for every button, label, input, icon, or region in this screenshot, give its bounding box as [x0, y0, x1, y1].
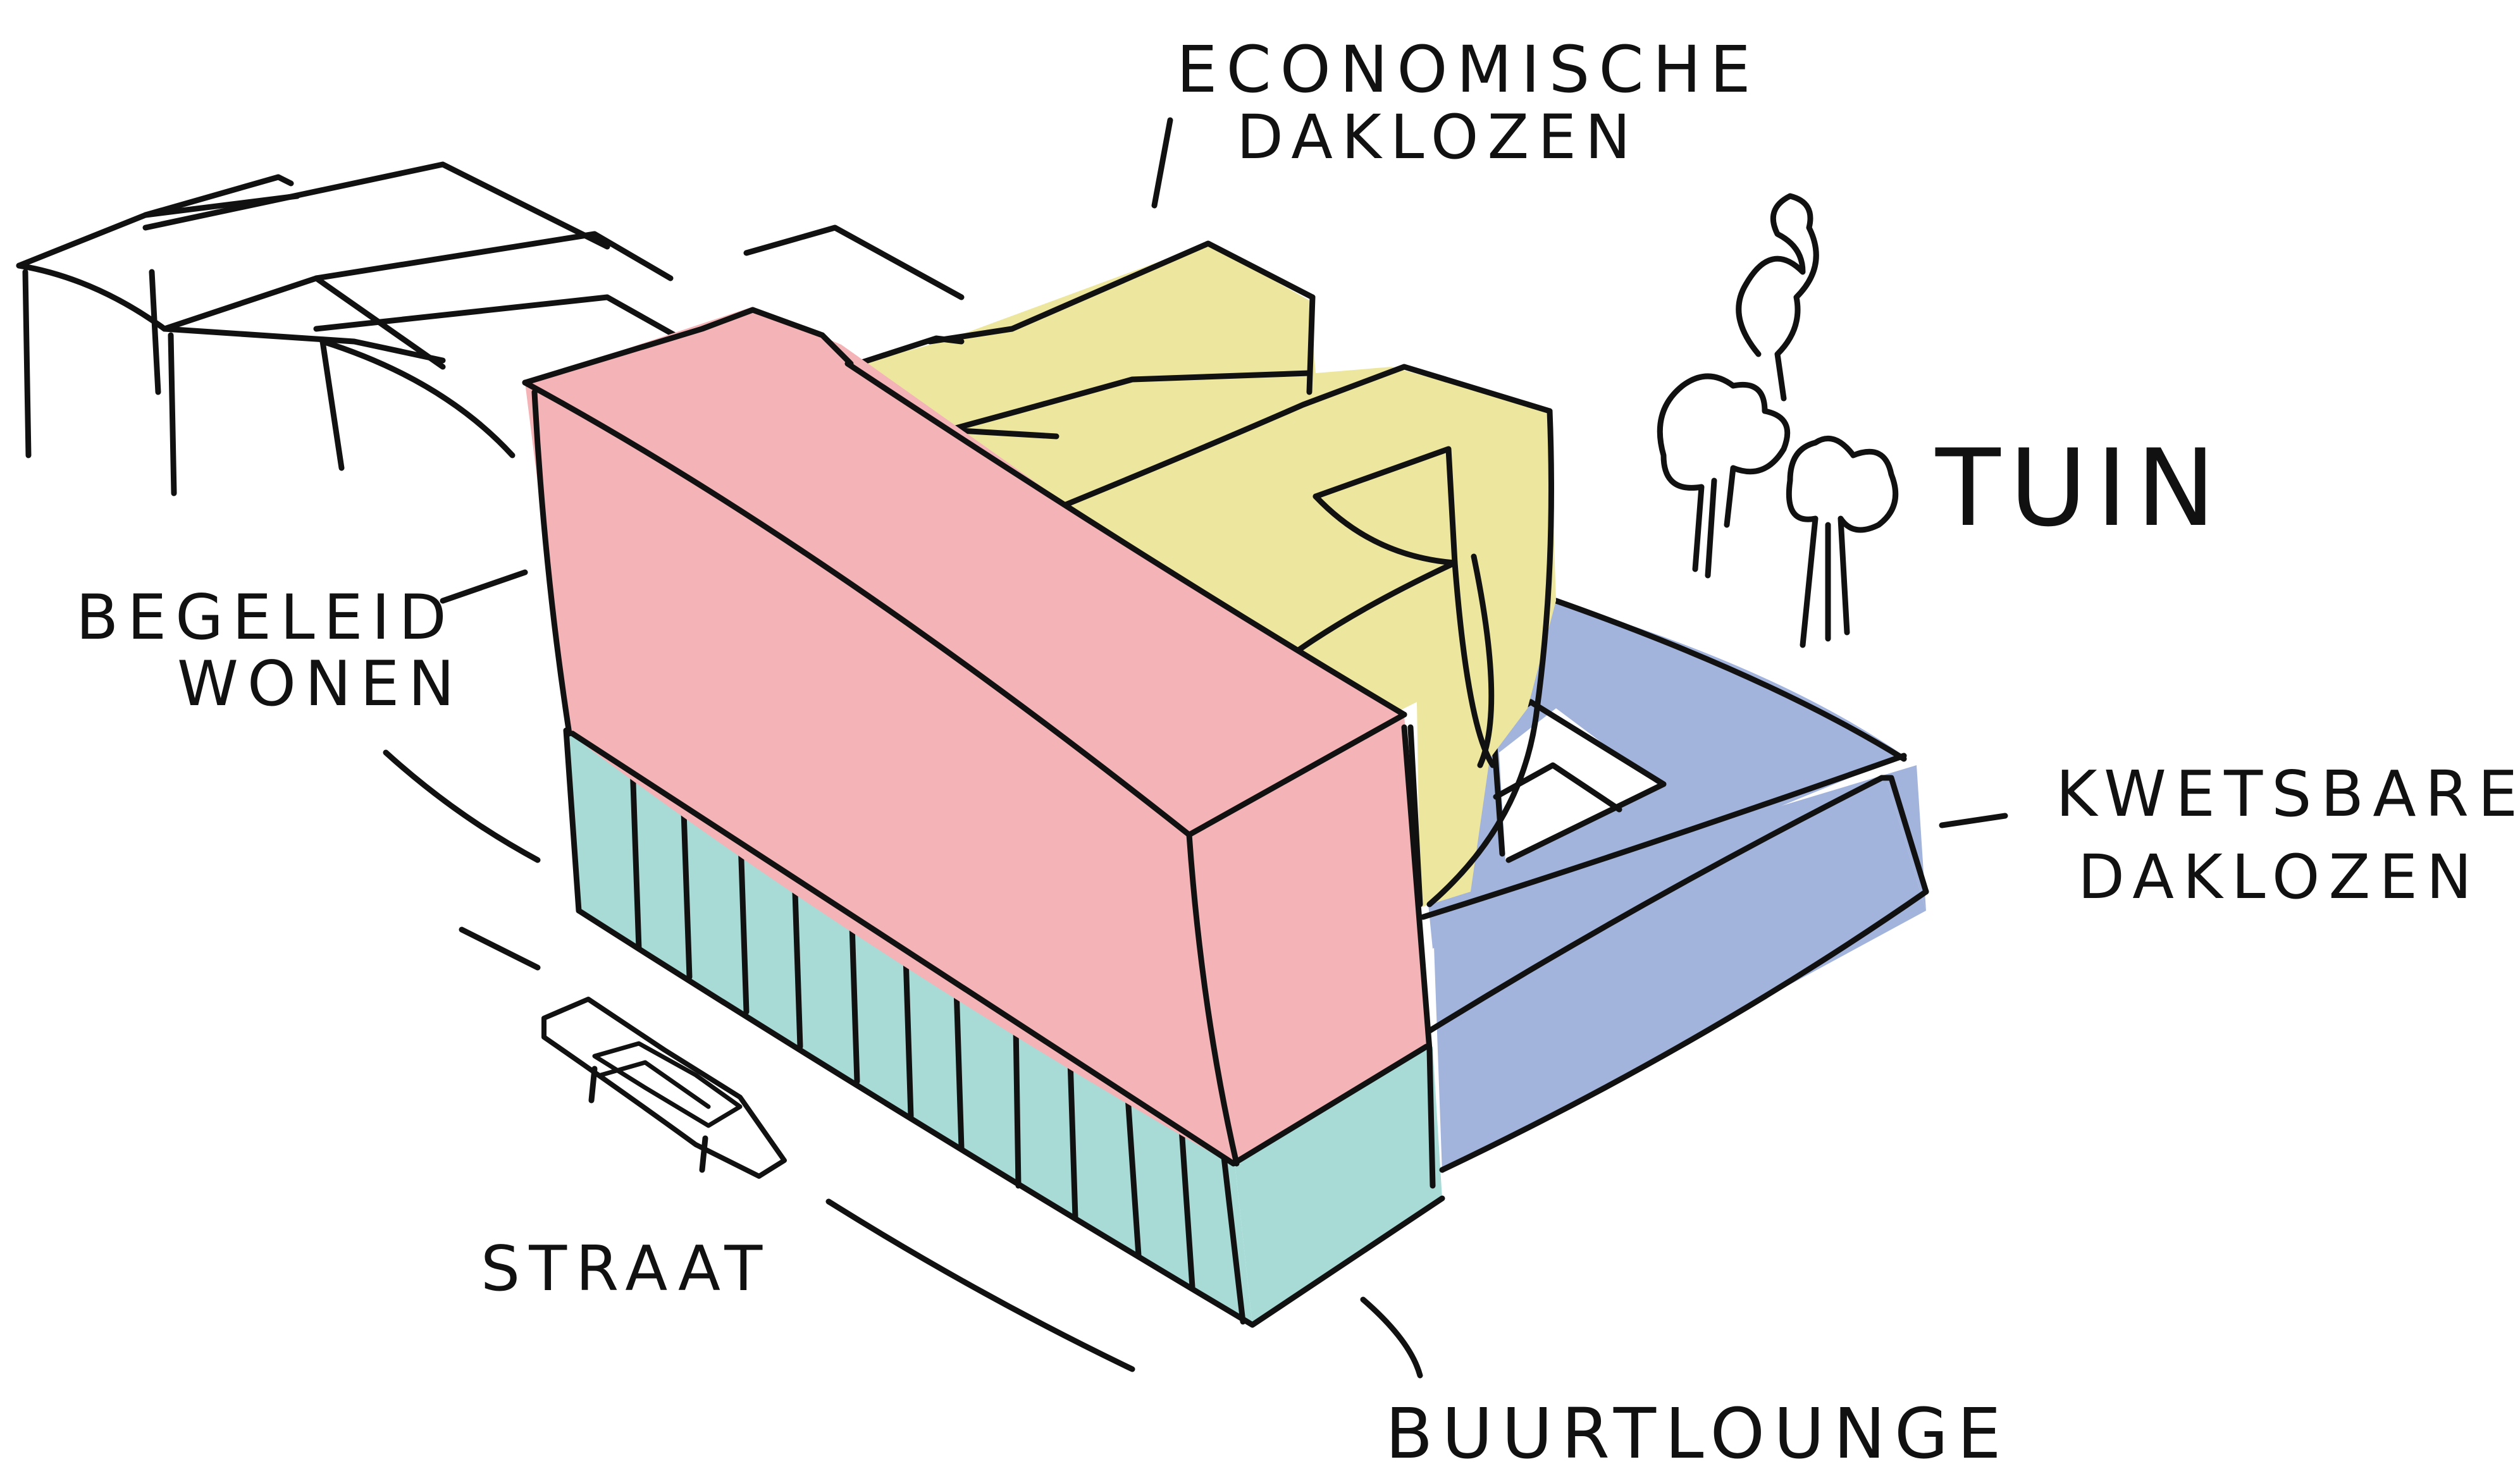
- begeleid-end-face: [1189, 715, 1426, 1164]
- economische-top-face: [822, 243, 1556, 907]
- labels: ECONOMISCHE DAKLOZEN TUIN BEGELEID WONEN…: [76, 32, 2520, 1474]
- neighbouring-buildings: [16, 161, 965, 496]
- begeleid-wonen-volume: [522, 307, 1436, 1189]
- buurtlounge-side-face: [1233, 1047, 1442, 1325]
- street: [383, 749, 1135, 1372]
- begeleid-front-face: [525, 383, 1230, 1164]
- car-icon: [541, 997, 787, 1179]
- tree-icons: [1657, 193, 1899, 648]
- label-straat: STRAAT: [481, 1233, 771, 1305]
- label-begeleid-wonen-line1: BEGELEID: [76, 582, 455, 654]
- label-tuin: TUIN: [1935, 426, 2225, 550]
- economische-daklozen-volume: [822, 240, 1556, 907]
- label-begeleid-wonen-line2: WONEN: [177, 648, 464, 720]
- kwetsbare-right-face: [1885, 765, 1926, 911]
- label-economische-daklozen-line1: ECONOMISCHE: [1177, 32, 1760, 108]
- label-economische-daklozen-line2: DAKLOZEN: [1237, 102, 1640, 173]
- buurtlounge-volume: [563, 727, 1445, 1328]
- begeleid-top-face: [525, 307, 1404, 835]
- label-kwetsbare-daklozen-line2: DAKLOZEN: [2078, 842, 2481, 913]
- label-buurtlounge: BUURTLOUNGE: [1385, 1393, 2010, 1474]
- leader-lines: [440, 117, 2008, 1379]
- label-kwetsbare-daklozen-line1: KWETSBARE: [2056, 757, 2520, 831]
